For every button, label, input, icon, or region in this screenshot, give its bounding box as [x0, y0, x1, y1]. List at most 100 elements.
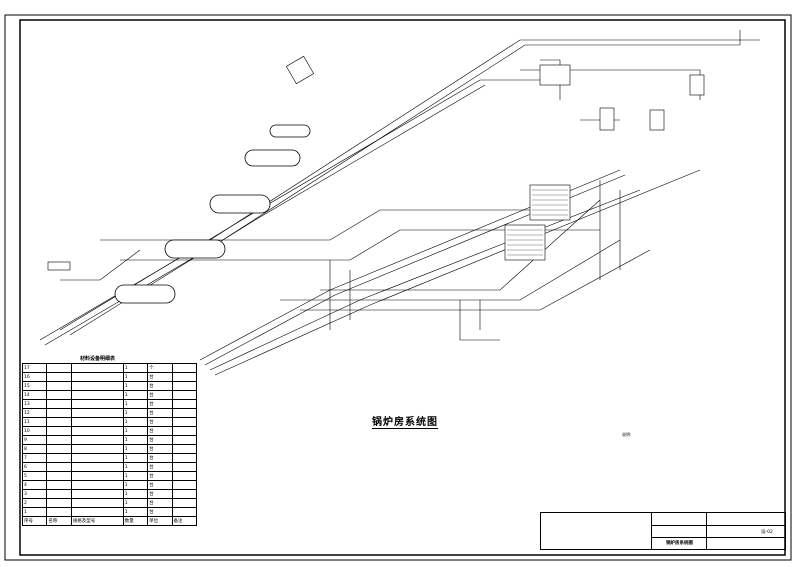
table-cell: 台: [147, 417, 173, 427]
table-cell: 台: [147, 399, 173, 409]
table-cell: [70, 417, 124, 427]
table-cell: [70, 363, 124, 373]
table-cell: [171, 426, 198, 436]
table-cell: [46, 381, 72, 391]
header-cell: 单位: [147, 516, 173, 526]
table-cell: [171, 489, 198, 499]
header-cell: 备注: [171, 516, 198, 526]
table-cell: 9: [21, 435, 48, 445]
table-cell: 台: [147, 372, 173, 382]
divider: [706, 513, 707, 549]
table-cell: [171, 462, 198, 472]
inner-border: [19, 19, 786, 556]
table-cell: 1: [122, 453, 149, 463]
table-cell: [46, 390, 72, 400]
table-cell: [70, 471, 124, 481]
table-cell: [46, 462, 72, 472]
table-cell: 台: [147, 462, 173, 472]
table-cell: 1: [122, 471, 149, 481]
table-cell: [70, 435, 124, 445]
header-cell: 规格及型号: [70, 516, 124, 526]
table-cell: 台: [147, 426, 173, 436]
table-cell: 1: [122, 507, 149, 517]
header-cell: 名称: [46, 516, 72, 526]
title-block-drawing-name: 锅炉房系统图: [666, 541, 693, 546]
table-cell: [46, 498, 72, 508]
table-cell: [46, 507, 72, 517]
table-cell: [46, 408, 72, 418]
table-cell: 台: [147, 507, 173, 517]
table-cell: 12: [21, 408, 48, 418]
table-cell: 台: [147, 498, 173, 508]
table-cell: [70, 408, 124, 418]
table-cell: [171, 381, 198, 391]
table-cell: 17: [21, 363, 48, 373]
table-cell: 1: [122, 444, 149, 454]
table-cell: 台: [147, 435, 173, 445]
table-cell: 11: [21, 417, 48, 427]
table-cell: [171, 435, 198, 445]
table-cell: 1: [122, 363, 149, 373]
boilers: [114, 124, 311, 304]
table-cell: 1: [122, 426, 149, 436]
table-cell: 3: [21, 489, 48, 499]
table-cell: 4: [21, 480, 48, 490]
table-title: 材料设备明细表: [80, 356, 116, 362]
table-cell: [70, 399, 124, 409]
table-cell: [46, 372, 72, 382]
table-cell: [171, 453, 198, 463]
divider: [651, 525, 785, 526]
table-cell: 台: [147, 453, 173, 463]
table-cell: 13: [21, 399, 48, 409]
table-cell: [171, 471, 198, 481]
table-cell: [70, 462, 124, 472]
title-block-sheet-no: 设-02: [761, 530, 773, 535]
table-cell: 1: [122, 399, 149, 409]
table-cell: 台: [147, 480, 173, 490]
notes: 说明:: [622, 432, 782, 438]
table-cell: 1: [122, 390, 149, 400]
table-cell: 2: [21, 498, 48, 508]
table-cell: [46, 444, 72, 454]
table-cell: [171, 390, 198, 400]
table-cell: [70, 381, 124, 391]
table-cell: 台: [147, 381, 173, 391]
table-cell: 5: [21, 471, 48, 481]
table-cell: 8: [21, 444, 48, 454]
table-cell: [171, 480, 198, 490]
divider: [651, 537, 785, 538]
table-cell: 台: [147, 408, 173, 418]
table-cell: [46, 471, 72, 481]
pipe-network: [39, 30, 760, 376]
table-cell: 10: [21, 426, 48, 436]
table-header-row: 序号 名称 规格及型号 数量 单位 备注: [21, 516, 198, 526]
table-cell: 15: [21, 381, 48, 391]
table-cell: [46, 363, 72, 373]
table-cell: [70, 453, 124, 463]
table-cell: [70, 372, 124, 382]
table-cell: [171, 399, 198, 409]
table-cell: [70, 390, 124, 400]
table-cell: [70, 507, 124, 517]
table-cell: [70, 444, 124, 454]
table-cell: 1: [122, 417, 149, 427]
table-cell: 台: [147, 489, 173, 499]
equipment: [47, 55, 705, 271]
table-cell: [46, 480, 72, 490]
table-cell: 1: [122, 381, 149, 391]
table-cell: 16: [21, 372, 48, 382]
